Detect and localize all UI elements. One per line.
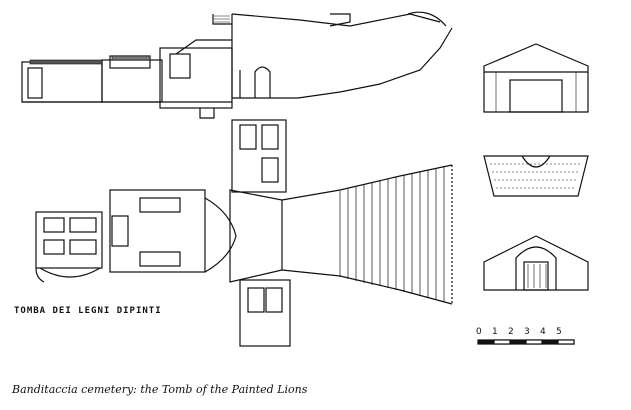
cross-section-bottom (483, 235, 589, 291)
longitudinal-section (21, 11, 453, 119)
scale-tick: 2 (508, 327, 514, 337)
tomb-title: TOMBA DEI LEGNI DIPINTI (14, 306, 162, 316)
dromos-hatching (339, 166, 445, 302)
scale-bar (477, 339, 575, 345)
scale-tick: 1 (492, 327, 498, 337)
scale-tick: 3 (524, 327, 530, 337)
ground-plan (35, 119, 453, 347)
scale-tick: 0 (476, 327, 482, 337)
cross-section-top (483, 43, 589, 113)
cross-section-middle (483, 155, 589, 197)
scale-tick: 4 (540, 327, 546, 337)
scale-tick: 5 (556, 327, 562, 337)
scale-bar-labels: 0 1 2 3 4 5 (476, 327, 562, 337)
figure-caption: Banditaccia cemetery: the Tomb of the Pa… (12, 383, 308, 396)
hatched-rock (29, 15, 230, 65)
